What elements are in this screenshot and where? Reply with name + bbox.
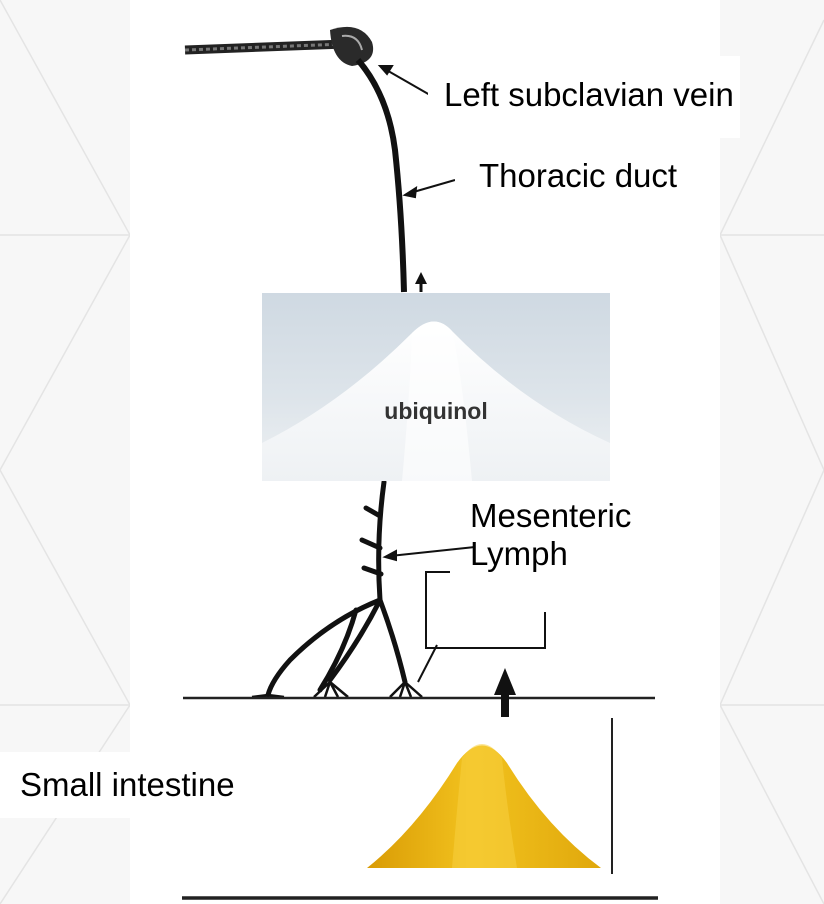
thoracic-duct-label: Thoracic duct bbox=[455, 145, 683, 217]
villi-roots bbox=[252, 682, 422, 697]
yellow-powder-image bbox=[357, 718, 613, 874]
thoracic-duct-drawing bbox=[358, 60, 404, 292]
subclavian-vein-drawing bbox=[185, 27, 373, 66]
mesenteric-lymph-drawing bbox=[268, 482, 405, 695]
mesenteric-lymph-label: Mesenteric Lymph bbox=[470, 497, 631, 573]
mesenteric-bracket bbox=[426, 572, 545, 648]
small-intestine-label: Small intestine bbox=[0, 752, 245, 818]
mesenteric-label-line1: Mesenteric bbox=[470, 497, 631, 535]
ubiquinol-powder-image: ubiquinol bbox=[262, 293, 610, 481]
mesenteric-label-line2: Lymph bbox=[470, 535, 631, 573]
ubiquinol-caption: ubiquinol bbox=[262, 398, 610, 425]
left-subclavian-vein-label: Left subclavian vein bbox=[428, 56, 740, 138]
